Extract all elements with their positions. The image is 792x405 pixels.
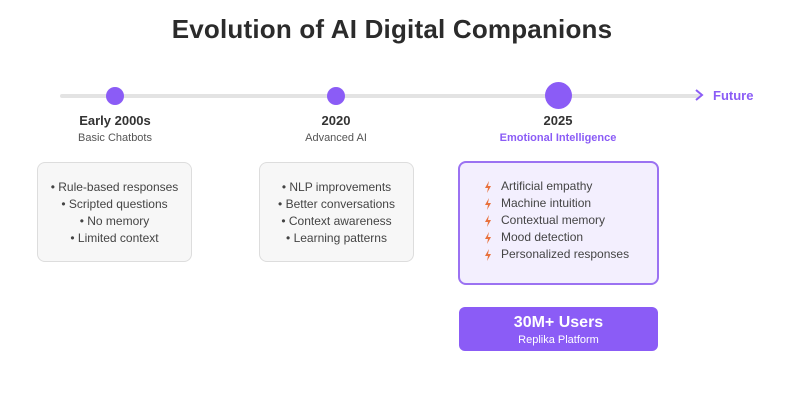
stage-subtitle: Basic Chatbots [78, 132, 152, 144]
lightning-bolt-icon [485, 231, 491, 244]
users-stat-badge: 30M+ Users Replika Platform [459, 307, 658, 351]
list-item: Machine intuition [484, 195, 657, 212]
lightning-bolt-icon [485, 248, 491, 261]
list-item-label: Personalized responses [501, 247, 630, 261]
list-item: • No memory [79, 214, 150, 228]
users-stat-label: Replika Platform [518, 334, 599, 346]
stage-card-early-2000s: • Rule-based responses • Scripted questi… [37, 162, 192, 262]
lightning-bolt-icon [485, 214, 491, 227]
list-item-label: Artificial empathy [501, 179, 593, 193]
stage-year: 2025 [543, 113, 573, 128]
stage-card-2020: • NLP improvements • Better conversation… [259, 162, 414, 262]
list-item: • Context awareness [281, 214, 392, 228]
list-item: • Learning patterns [286, 231, 387, 245]
stage-card-2025: Artificial empathy Machine intuition Con… [458, 161, 659, 285]
users-stat-value: 30M+ Users [513, 314, 604, 331]
list-item: • Rule-based responses [50, 180, 179, 194]
chevron-right-icon [693, 87, 707, 105]
stage-label-2020: 2020 Advanced AI [236, 113, 436, 144]
list-item: Artificial empathy [484, 178, 657, 195]
stage-label-early-2000s: Early 2000s Basic Chatbots [15, 113, 215, 144]
list-item: Mood detection [484, 229, 657, 246]
list-item-label: Machine intuition [501, 196, 592, 210]
timeline-dot-2020 [327, 87, 345, 105]
stage-label-2025: 2025 Emotional Intelligence [458, 113, 658, 144]
lightning-bolt-icon [485, 197, 491, 210]
list-item: • NLP improvements [281, 180, 392, 194]
timeline-line [60, 94, 700, 98]
stage-year: 2020 [321, 113, 351, 128]
stage-subtitle: Advanced AI [305, 132, 367, 144]
future-label: Future [713, 88, 754, 103]
list-item: • Limited context [70, 231, 159, 245]
stage-year: Early 2000s [79, 113, 151, 128]
timeline-dot-early-2000s [106, 87, 124, 105]
page-title: Evolution of AI Digital Companions [171, 14, 613, 44]
list-item-label: Mood detection [501, 230, 584, 244]
timeline-dot-2025 [545, 82, 572, 109]
list-item: • Scripted questions [61, 197, 168, 211]
stage-subtitle: Emotional Intelligence [499, 132, 617, 144]
list-item: Contextual memory [484, 212, 657, 229]
list-item-label: Contextual memory [501, 213, 606, 227]
list-item: Personalized responses [484, 246, 657, 263]
list-item: • Better conversations [278, 197, 395, 211]
lightning-bolt-icon [485, 180, 491, 193]
